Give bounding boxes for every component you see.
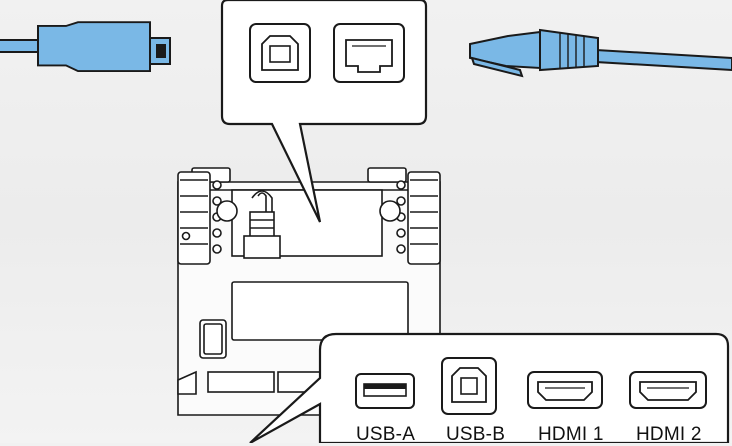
usb-cable-icon bbox=[0, 21, 171, 73]
ethernet-cable-icon bbox=[469, 28, 732, 78]
ethernet-port-icon bbox=[333, 23, 405, 83]
hdmi-port-icon bbox=[527, 371, 603, 409]
device-back bbox=[177, 167, 441, 416]
usb-b-port-icon bbox=[249, 23, 311, 83]
usb-b-label: USB-B bbox=[446, 424, 506, 445]
usb-b-port-icon bbox=[441, 357, 497, 415]
hdmi-port-icon bbox=[629, 371, 707, 409]
usb-a-port-icon bbox=[355, 373, 415, 409]
bottom-callout bbox=[249, 332, 730, 443]
usb-a-label: USB-A bbox=[356, 424, 416, 445]
top-callout bbox=[220, 0, 428, 223]
hdmi-1-label: HDMI 1 bbox=[538, 424, 604, 445]
hdmi-2-label: HDMI 2 bbox=[636, 424, 702, 445]
